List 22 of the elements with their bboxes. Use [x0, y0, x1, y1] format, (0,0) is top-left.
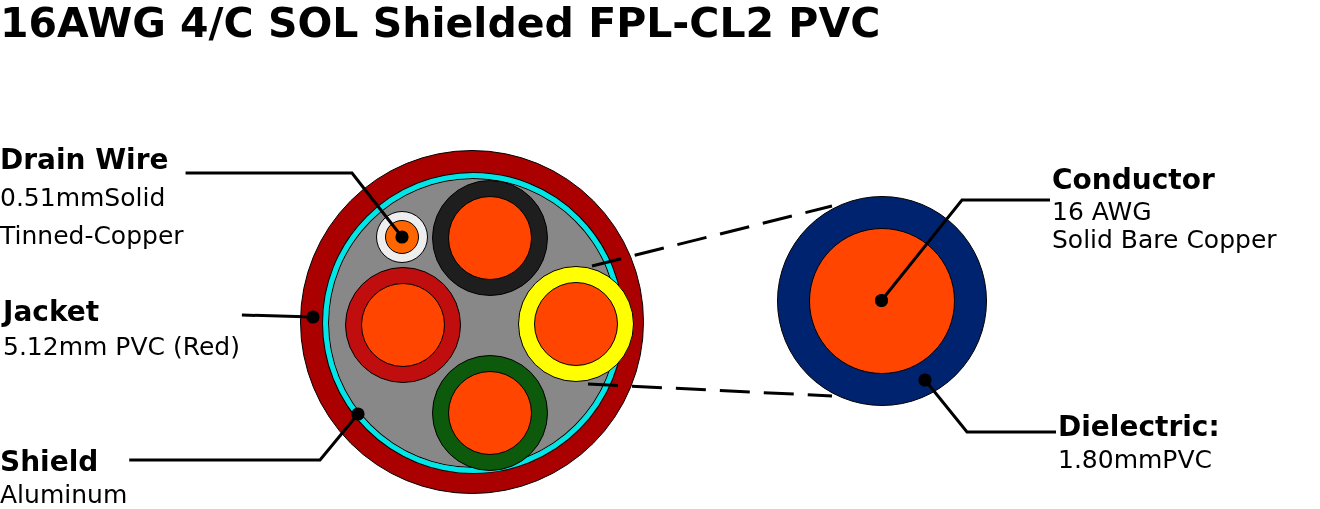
callout-heading: Conductor: [1052, 162, 1215, 198]
leader-line: [185, 171, 409, 244]
callout-text: 5.12mm PVC (Red): [3, 331, 240, 363]
callout-text: Solid Bare Copper: [1052, 225, 1277, 255]
leader-line: [874, 198, 1050, 308]
callout-text: 1.80mmPVC: [1058, 446, 1212, 474]
callout-heading: Shield: [0, 444, 99, 480]
callout-heading: Drain Wire: [0, 142, 169, 178]
drain-wire: [376, 211, 428, 263]
callout-text: Tinned-Copper: [0, 220, 184, 252]
leader-line: [129, 407, 365, 462]
callout-heading: Jacket: [3, 294, 100, 330]
magnification-line: [591, 204, 833, 268]
callout-heading: Dielectric:: [1058, 409, 1220, 445]
callout-text: 16 AWG: [1052, 199, 1152, 225]
callout-text: Aluminum: [0, 481, 128, 509]
leader-line: [241, 310, 320, 324]
diagram-title: 16AWG 4/C SOL Shielded FPL-CL2 PVC: [0, 0, 881, 46]
leader-line: [918, 373, 1056, 434]
callout-text: 0.51mmSolid: [0, 182, 166, 214]
magnification-line: [587, 382, 833, 398]
insulated-wire: [518, 266, 634, 382]
